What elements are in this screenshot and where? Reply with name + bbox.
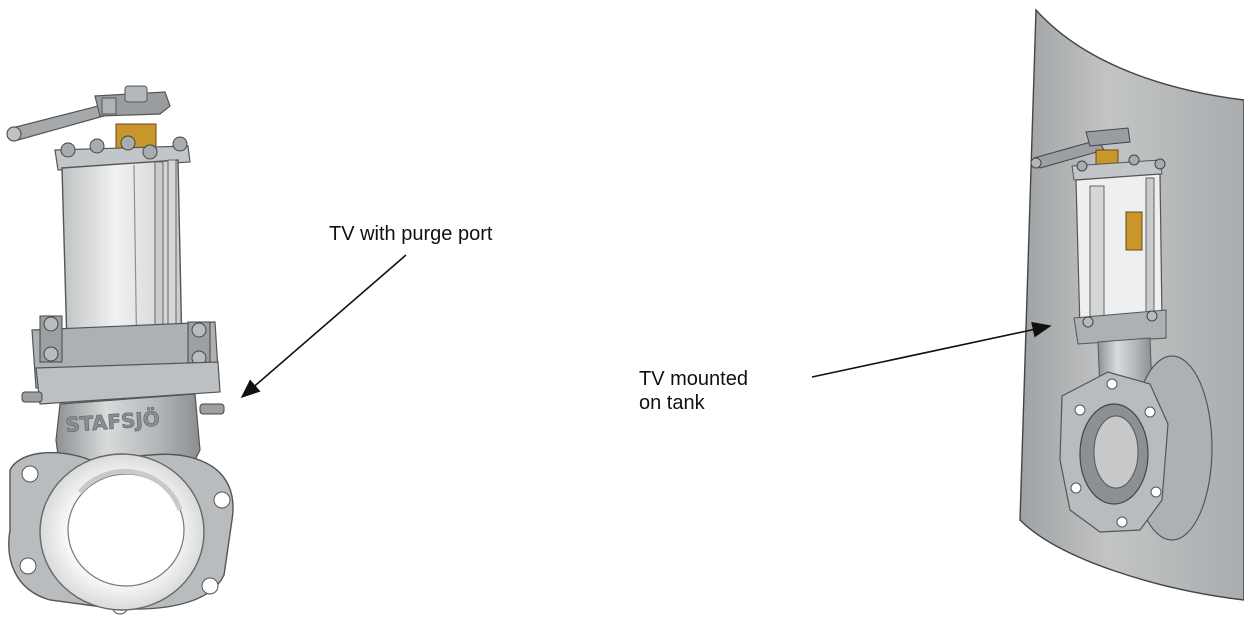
valve-mounted-on-tank	[1030, 127, 1213, 541]
callout-line-1: TV mounted	[639, 368, 748, 390]
arrow-icon	[811, 321, 1052, 378]
callout-mounted-on-tank: TV mounted on tank	[639, 367, 748, 415]
callout-purge-port: TV with purge port	[329, 223, 493, 245]
arrow-icon	[240, 254, 407, 399]
valve-with-purge-port: STAFSJÖ	[6, 85, 234, 615]
purge-port-right	[199, 403, 225, 415]
valve-bore	[67, 473, 185, 587]
callout-line-2: on tank	[639, 392, 705, 414]
handle-lever	[6, 85, 171, 142]
lugged-flange	[8, 451, 234, 615]
valve-body	[21, 361, 225, 471]
purge-port-left	[21, 391, 43, 403]
